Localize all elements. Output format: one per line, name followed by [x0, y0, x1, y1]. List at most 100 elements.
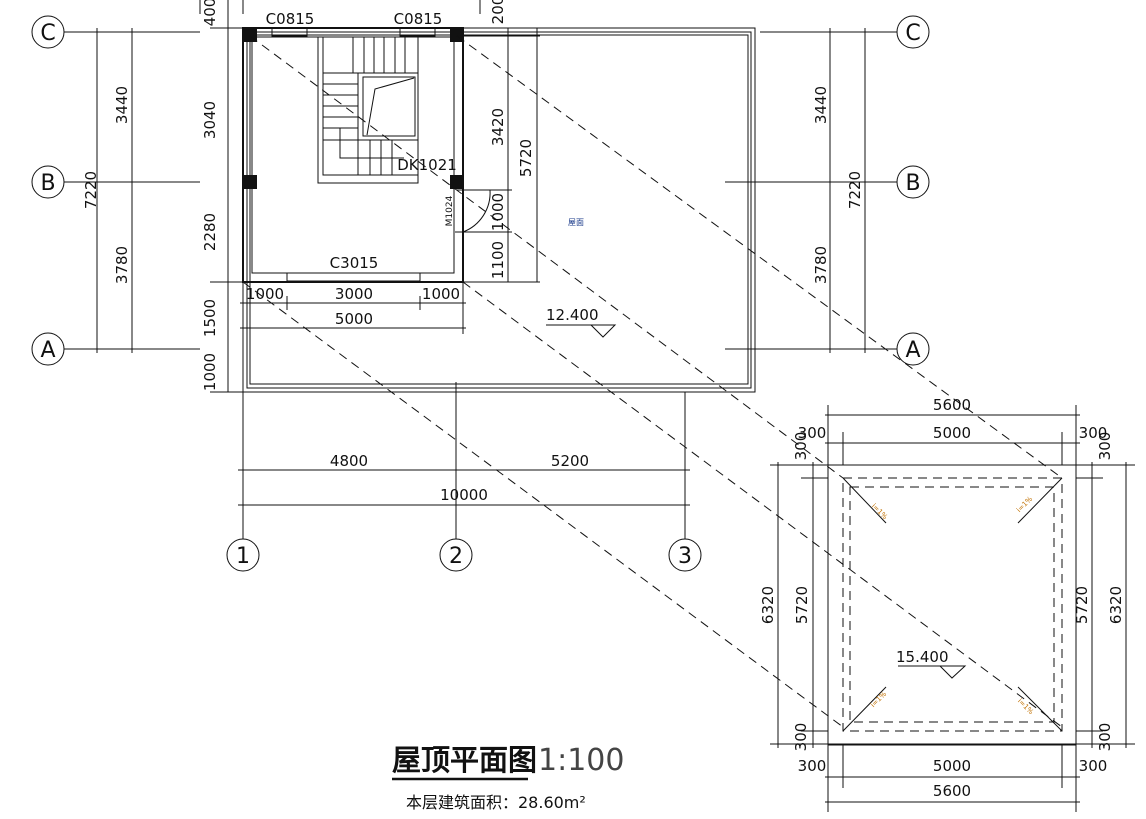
dimension-label: 300	[1096, 432, 1114, 461]
drawing-line	[842, 477, 887, 524]
drawing-line	[362, 76, 416, 137]
dimension-label: 300	[1079, 424, 1108, 442]
dimension-label: 5600	[933, 782, 971, 800]
dimension-label: 10000	[440, 486, 488, 504]
drawing-line	[366, 77, 415, 136]
drawing-line	[31, 15, 65, 49]
drawing-line	[243, 175, 257, 189]
dimension-label: 5000	[933, 424, 971, 442]
window-c0815-left	[271, 27, 308, 37]
dimension-label: 7220	[846, 171, 864, 209]
elevation-detail: 15.400	[896, 648, 949, 666]
projection-lines	[242, 35, 1063, 728]
dimension-label: C0815	[266, 10, 315, 28]
drawing-line	[849, 486, 1055, 723]
dimension-label: 400	[201, 0, 219, 26]
drawing-line	[546, 324, 617, 338]
drawing-line	[898, 665, 967, 679]
dimension-label: 6320	[1107, 586, 1125, 624]
drawing-line	[1017, 477, 1063, 524]
drawing-title: 屋顶平面图	[392, 743, 537, 777]
area-note: 本层建筑面积：28.60m²	[406, 793, 586, 812]
drawing-line	[31, 332, 65, 366]
drawing-line	[842, 477, 1063, 732]
axis-label-b: B	[40, 171, 55, 196]
drawing-line	[896, 332, 930, 366]
drawing-line	[323, 37, 491, 233]
drawing-line	[842, 686, 887, 732]
dimension-label: 2280	[201, 213, 219, 251]
dimension-label: 5720	[1073, 586, 1091, 624]
right-inner-dimensions: 200 3420 5720 1000 1100	[463, 0, 540, 283]
drawing-line	[246, 31, 752, 389]
drawing-line	[827, 464, 1077, 746]
dimension-label: 3780	[812, 246, 830, 284]
dimension-label: C3015	[330, 254, 379, 272]
window-c3015	[286, 272, 421, 282]
axis-label-1: 1	[236, 544, 250, 569]
drawing-line	[439, 538, 473, 572]
dimension-label: 200	[489, 0, 507, 24]
dimension-label: 300	[1079, 757, 1108, 775]
drawing-line	[450, 175, 464, 189]
axis-label-a: A	[40, 338, 55, 363]
drawing-line	[242, 27, 464, 283]
drawing-line	[668, 538, 702, 572]
axis-label-2: 2	[449, 544, 463, 569]
axis-label-a-right: A	[905, 338, 920, 363]
axis-label-c: C	[40, 21, 55, 46]
dimension-label: 5720	[517, 139, 535, 177]
slope-label: i=1%	[1016, 697, 1035, 716]
slope-label: i=1%	[1015, 495, 1034, 514]
dimension-label: 5720	[793, 586, 811, 624]
dimension-label: 1000	[422, 285, 460, 303]
drawing-line	[1017, 686, 1063, 732]
axis-label-3: 3	[678, 544, 692, 569]
dimension-label: 300	[1096, 723, 1114, 752]
dimension-label: 7220	[82, 171, 100, 209]
dimension-label: 3000	[335, 285, 373, 303]
dimension-label: 3780	[113, 246, 131, 284]
drawing-line	[896, 15, 930, 49]
drawing-line	[339, 128, 404, 159]
drawing-line	[249, 35, 844, 479]
dimension-label: 5600	[933, 396, 971, 414]
dimension-label: 300	[798, 757, 827, 775]
dimension-label: 3440	[812, 86, 830, 124]
door-label: M1024	[445, 195, 455, 226]
axis-label-b-right: B	[905, 171, 920, 196]
dimension-label: 300	[792, 432, 810, 461]
axis-label-c-right: C	[905, 21, 920, 46]
right-dimensions: 3440 3780 7220	[812, 28, 866, 353]
drawing-line	[462, 281, 1063, 728]
dimension-label: 5200	[551, 452, 589, 470]
dimension-label: 5000	[933, 757, 971, 775]
dimension-label: 1500	[201, 299, 219, 337]
dimension-label: 1000	[201, 353, 219, 391]
dimension-label: 3040	[201, 101, 219, 139]
detail-plan: 5600 5000 300 300 300 300 300 300 6320 5…	[759, 396, 1135, 812]
dimension-label: 1000	[246, 285, 284, 303]
drawing-line	[456, 35, 1063, 479]
dimension-label: 12.400	[546, 306, 599, 324]
dimension-label: 1100	[489, 241, 507, 279]
bottom-dimensions: 1000 3000 1000 5000 4800 5200 10000	[238, 282, 690, 506]
slope-label: i=1%	[870, 502, 889, 521]
window-c0815-right	[399, 27, 436, 37]
left-dimensions: 7220 3440 3780 400 3040 2280 1500 1000	[82, 0, 243, 393]
dimension-label: 5000	[335, 310, 373, 328]
roof-label: 屋面	[568, 218, 584, 227]
drawing-line	[249, 34, 749, 385]
dimension-label: 3440	[113, 86, 131, 124]
drawing-scale: 1:100	[538, 743, 624, 778]
dimension-label: 300	[798, 424, 827, 442]
grid-lines	[64, 0, 897, 539]
axis-bubbles: C B A C B A 1 2 3	[31, 15, 930, 572]
dimension-label: 300	[792, 723, 810, 752]
drawing-line	[31, 165, 65, 199]
dimension-label: 3420	[489, 108, 507, 146]
drawing-line	[242, 281, 844, 728]
slope-label: i=1%	[869, 690, 888, 709]
